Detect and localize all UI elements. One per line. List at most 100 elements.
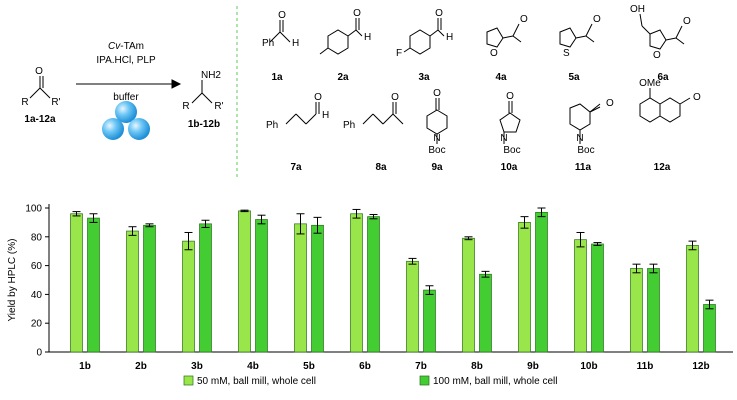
y-tick-label: 0 [36,348,42,359]
substrate-label-2a: 2a [337,72,349,83]
atom-oh-6a: OH [630,4,645,15]
bar-2-11b [647,268,660,353]
x-tick-label-3b: 3b [191,361,203,372]
bar-1-8b [462,237,475,353]
reaction-scheme [29,76,213,104]
atom-h-7a: H [322,110,329,121]
bar-2-3b [199,223,212,353]
bar-2-7b [423,289,436,353]
atom-ph-1a: Ph [262,38,274,49]
bar-1-9b [518,222,531,353]
atom-boc-11a: Boc [577,145,594,156]
bar-2-6b [367,216,380,353]
x-tick-label-11b: 11b [637,361,654,372]
bar-2-12b [703,304,716,353]
product-amine: NH2 [201,70,221,81]
product-r: R [182,101,189,112]
legend-label-2: 100 mM, ball mill, whole cell [433,376,558,387]
x-tick-label-8b: 8b [471,361,483,372]
x-tick-label-9b: 9b [527,361,539,372]
bar-1-6b [350,213,363,353]
bar-1-12b [686,245,699,353]
x-tick-label-2b: 2b [135,361,147,372]
y-tick-label: 80 [31,232,43,243]
bar-2-1b [87,217,100,353]
atom-o-5a: O [593,14,601,25]
bar-1-3b [182,240,195,353]
bar-2-10b [591,243,604,353]
atom-n-9a: N [433,133,440,144]
bar-1-2b [126,230,139,353]
atom-o-7a: O [314,92,322,103]
bar-1-11b [630,268,643,353]
atom-o-11a: O [606,98,614,109]
atom-o-ring-4a: O [490,48,498,59]
x-tick-label-10b: 10b [580,361,597,372]
substrate-label-9a: 9a [431,162,443,173]
bar-1-1b [70,213,83,353]
atom-o-12a: O [693,92,701,103]
substrate-label-5a: 5a [568,72,580,83]
atom-n-11a: N [576,133,583,144]
substrate-label: 1a-12a [24,114,56,125]
atom-o-6a: O [683,16,691,27]
atom-o-2a: O [353,8,361,19]
substrate-r-prime: R' [51,97,60,108]
reagents-text: IPA.HCl, PLP [96,55,156,66]
atom-o-1a: O [278,10,286,21]
atom-o-4a: O [520,14,528,25]
reagent-catalyst-suffix: -TAm [120,41,144,52]
legend-swatch-2 [419,375,430,386]
y-axis-label: Yield by HPLC (%) [7,239,18,322]
bar-1-7b [406,260,419,353]
ball-mill-balls-icon [102,101,150,140]
y-tick-label: 20 [31,319,43,330]
bar-2-8b [479,273,492,353]
atom-ome-12a: OMe [639,78,661,89]
reagent-catalyst: Cv-TAm [108,41,144,52]
substrate-label-7a: 7a [290,162,302,173]
substrate-label-1a: 1a [271,72,283,83]
product-label: 1b-12b [188,119,220,130]
substrate-label-3a: 3a [418,72,430,83]
atom-h-1a: H [292,38,299,49]
y-tick-label: 60 [31,261,43,272]
substrate-label-8a: 8a [375,162,387,173]
bar-2-2b [143,224,156,353]
atom-boc-9a: Boc [428,145,445,156]
solvent-text: buffer [113,92,139,103]
x-tick-label-6b: 6b [359,361,371,372]
atom-ph-8a: Ph [343,120,355,131]
atom-o-9a: O [433,88,441,99]
atom-boc-10a: Boc [503,145,520,156]
substrate-structures [269,13,691,144]
substrate-label-11a: 11a [575,162,592,173]
reagent-catalyst-prefix: Cv [108,41,121,52]
x-tick-label-4b: 4b [247,361,259,372]
bar-1-10b [574,239,587,353]
atom-f-3a: F [396,48,402,59]
bar-1-4b [238,210,251,353]
bar-2-5b [311,224,324,353]
atom-o-8a: O [391,92,399,103]
atom-ph-7a: Ph [266,120,278,131]
x-tick-label-12b: 12b [692,361,709,372]
atom-h-2a: H [364,32,371,43]
substrate-label-4a: 4a [495,72,507,83]
legend-label-1: 50 mM, ball mill, whole cell [197,376,316,387]
x-tick-label-5b: 5b [303,361,315,372]
atom-o-10a: O [506,91,514,102]
product-r-prime: R' [214,101,223,112]
substrate-r: R [21,97,28,108]
legend-swatch-1 [183,375,194,386]
atom-o-ring-6a: O [653,50,661,61]
bar-1-5b [294,223,307,353]
y-tick-label: 40 [31,290,43,301]
atom-n-10a: N [500,133,507,144]
atom-s-5a: S [563,48,570,59]
bar-2-9b [535,211,548,353]
substrate-label-6a: 6a [657,72,669,83]
bar-2-4b [255,219,268,353]
